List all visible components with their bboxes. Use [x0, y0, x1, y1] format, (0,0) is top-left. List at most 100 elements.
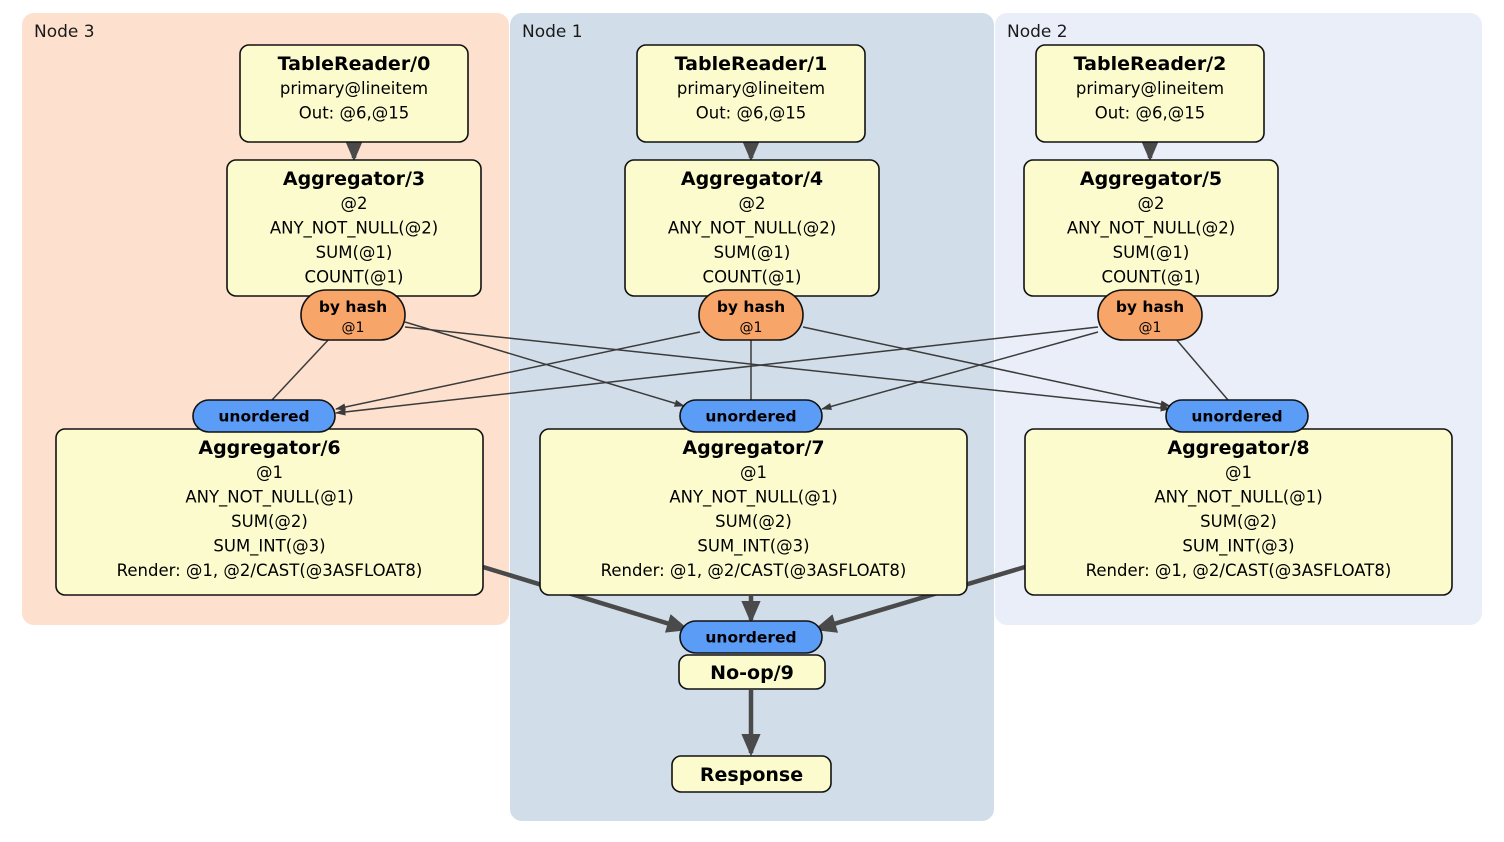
box-detail-line: SUM_INT(@3)	[1182, 537, 1294, 557]
edge-byhash4-to-unordered6	[334, 331, 701, 411]
by-hash-router-byhash4[interactable]: by hash @1	[698, 289, 804, 341]
unordered-synchronizer-unordered7[interactable]: unordered	[679, 399, 823, 433]
box-frame	[678, 654, 826, 690]
pill-label: unordered	[1191, 408, 1282, 426]
edge-byhash4-to-unordered8	[802, 326, 1172, 408]
edge-byhash3-to-unordered6	[271, 337, 331, 401]
box-detail-line: SUM(@1)	[1113, 243, 1190, 262]
edge-aggregator8-to-unordered9	[813, 564, 1026, 633]
edge-layer	[271, 138, 1229, 757]
box-detail-line: SUM(@2)	[1200, 512, 1277, 531]
box-frame	[239, 44, 469, 143]
pill-sublabel: @1	[1139, 320, 1162, 336]
box-detail-line: SUM_INT(@3)	[697, 537, 809, 557]
edge-byhash5-to-unordered8	[1174, 337, 1229, 401]
box-detail-line: primary@lineitem	[1076, 79, 1224, 98]
box-frame	[671, 755, 832, 793]
box-title: Aggregator/4	[681, 168, 823, 190]
box-detail-line: SUM(@2)	[715, 512, 792, 531]
box-detail-line: @1	[740, 463, 767, 482]
box-detail-line: Out: @6,@15	[696, 104, 806, 123]
cluster-label-node2: Node 2	[1007, 22, 1068, 42]
box-title: TableReader/1	[675, 53, 828, 75]
box-detail-line: Out: @6,@15	[1095, 104, 1205, 123]
by-hash-router-byhash3[interactable]: by hash @1	[300, 289, 406, 341]
box-title: No-op/9	[710, 662, 794, 684]
pill-label: unordered	[705, 408, 796, 426]
box-detail-line: ANY_NOT_NULL(@2)	[270, 219, 438, 239]
box-detail-line: SUM(@1)	[714, 243, 791, 262]
box-frame	[1035, 44, 1265, 143]
pill-sublabel: @1	[740, 320, 763, 336]
box-detail-line: Render: @1, @2/CAST(@3ASFLOAT8)	[1086, 561, 1392, 580]
box-detail-line: SUM_INT(@3)	[213, 537, 325, 557]
pill-label: by hash	[717, 298, 785, 316]
box-detail-line: primary@lineitem	[280, 79, 428, 98]
box-title: Response	[700, 764, 803, 786]
pill-label: unordered	[705, 629, 796, 647]
box-detail-line: Out: @6,@15	[299, 104, 409, 123]
box-title: TableReader/0	[278, 53, 431, 75]
box-detail-line: COUNT(@1)	[305, 268, 404, 287]
edge-byhash3-to-unordered8	[404, 326, 1172, 412]
edge-aggregator6-to-unordered9	[482, 564, 690, 633]
unordered-synchronizer-unordered6[interactable]: unordered	[192, 399, 336, 433]
box-detail-line: Render: @1, @2/CAST(@3ASFLOAT8)	[117, 561, 423, 580]
box-detail-line: @2	[739, 194, 766, 213]
box-detail-line: @1	[1225, 463, 1252, 482]
box-detail-line: ANY_NOT_NULL(@2)	[1067, 219, 1235, 239]
box-detail-line: SUM(@2)	[231, 512, 308, 531]
box-detail-line: ANY_NOT_NULL(@1)	[669, 488, 837, 508]
pill-frame	[679, 399, 823, 433]
edge-byhash5-to-unordered6	[334, 326, 1099, 416]
pill-frame	[1165, 399, 1309, 433]
processor-box-noop9[interactable]: No-op/9	[678, 654, 826, 690]
box-title: Aggregator/3	[283, 168, 425, 190]
box-title: TableReader/2	[1074, 53, 1227, 75]
box-detail-line: ANY_NOT_NULL(@2)	[668, 219, 836, 239]
unordered-synchronizer-unordered8[interactable]: unordered	[1165, 399, 1309, 433]
cluster-label-node1: Node 1	[522, 22, 583, 42]
box-detail-line: @1	[256, 463, 283, 482]
pill-label: by hash	[319, 298, 387, 316]
box-title: Aggregator/7	[682, 437, 824, 459]
pill-label: unordered	[218, 408, 309, 426]
box-title: Aggregator/5	[1080, 168, 1222, 190]
pill-sublabel: @1	[342, 320, 365, 336]
box-detail-line: @2	[341, 194, 368, 213]
box-title: Aggregator/6	[198, 437, 340, 459]
box-detail-line: Render: @1, @2/CAST(@3ASFLOAT8)	[601, 561, 907, 580]
pill-layer: by hash @1 by hash @1 by hash @1 unordered unor…	[192, 289, 1309, 654]
box-detail-line: ANY_NOT_NULL(@1)	[1154, 488, 1322, 508]
unordered-synchronizer-unordered9[interactable]: unordered	[679, 620, 823, 654]
pill-frame	[698, 289, 804, 341]
cluster-label-node3: Node 3	[34, 22, 95, 42]
box-detail-line: primary@lineitem	[677, 79, 825, 98]
edge-byhash3-to-unordered7	[404, 321, 686, 407]
pill-frame	[300, 289, 406, 341]
processor-box-response[interactable]: Response	[671, 755, 832, 793]
pill-frame	[192, 399, 336, 433]
pill-label: by hash	[1116, 298, 1184, 316]
processor-box-aggregator6[interactable]: Aggregator/6@1ANY_NOT_NULL(@1)SUM(@2)SUM…	[55, 428, 484, 596]
box-detail-line: COUNT(@1)	[1102, 268, 1201, 287]
pill-frame	[679, 620, 823, 654]
by-hash-router-byhash5[interactable]: by hash @1	[1097, 289, 1203, 341]
box-detail-line: SUM(@1)	[316, 243, 393, 262]
pill-frame	[1097, 289, 1203, 341]
box-title: Aggregator/8	[1167, 437, 1309, 459]
box-frame	[636, 44, 866, 143]
box-detail-line: COUNT(@1)	[703, 268, 802, 287]
edge-byhash5-to-unordered7	[820, 331, 1099, 410]
box-detail-line: @2	[1138, 194, 1165, 213]
